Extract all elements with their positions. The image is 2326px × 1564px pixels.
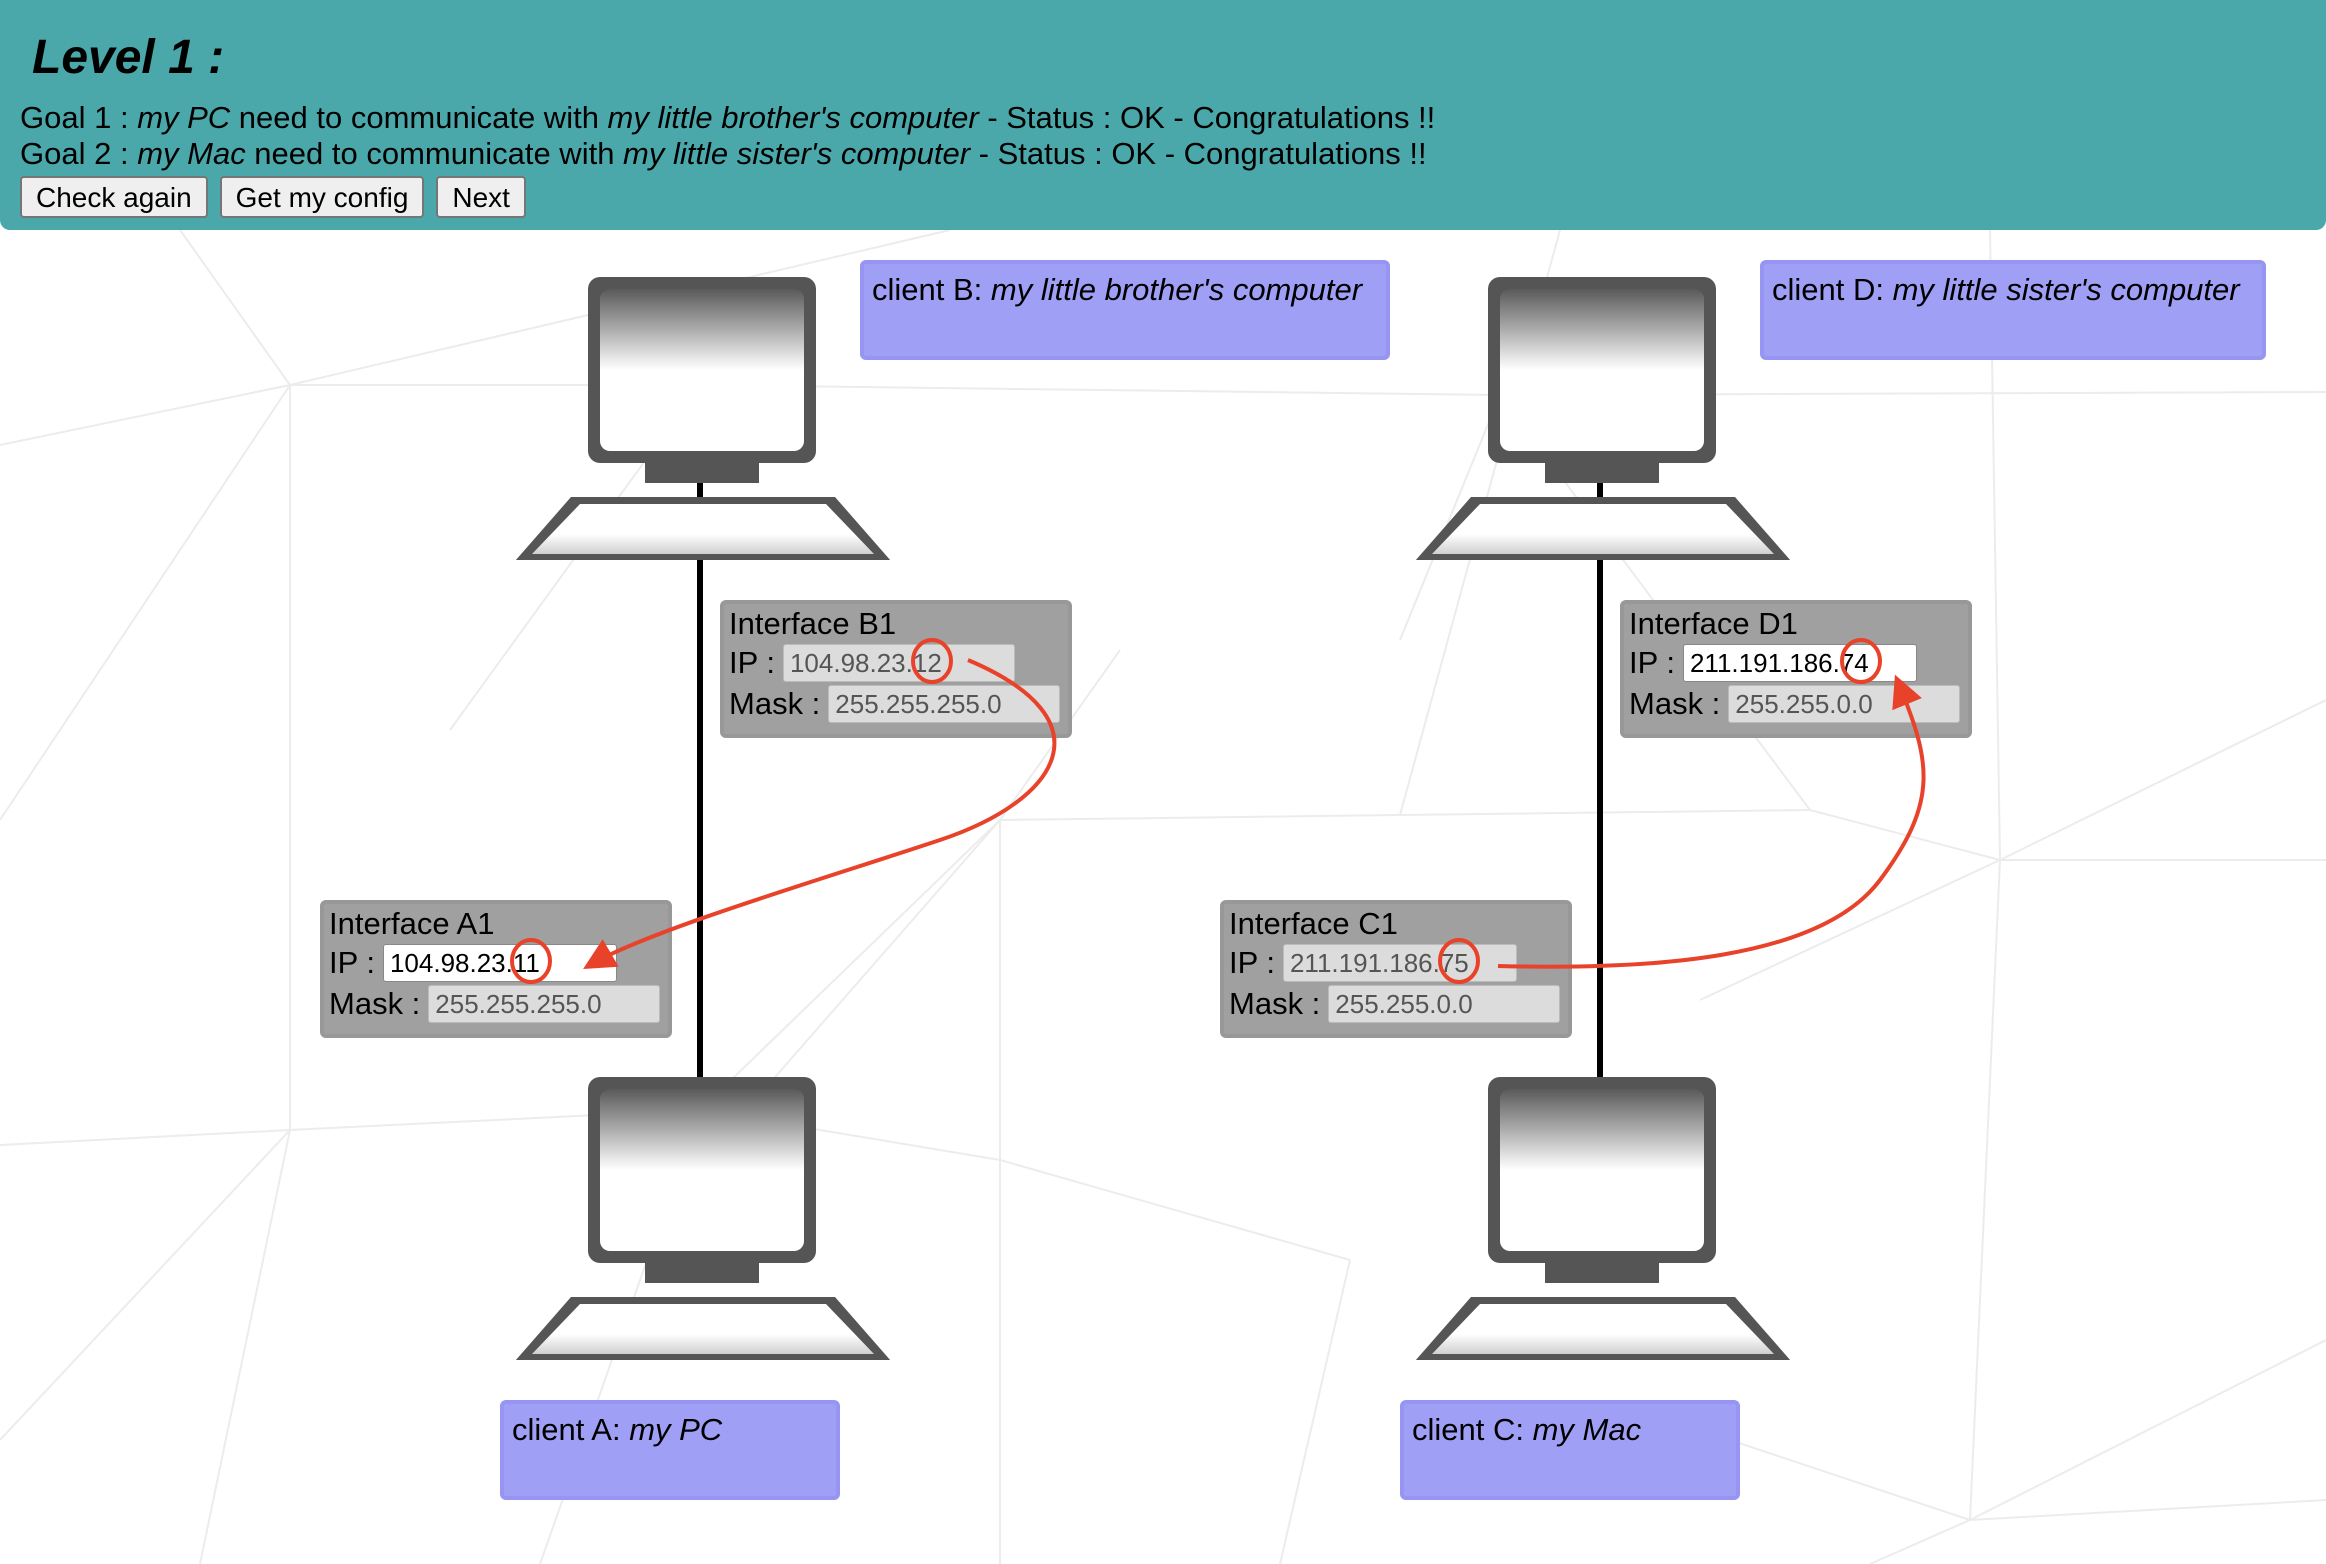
interface-a1-title: Interface A1	[329, 906, 495, 941]
next-button[interactable]: Next	[436, 176, 526, 218]
goal-2-source: my Mac	[137, 136, 246, 171]
goal-2: Goal 2 : my Mac need to communicate with…	[20, 136, 2306, 172]
interface-b1-panel: Interface B1 IP : Mask :	[720, 600, 1072, 738]
goal-1-prefix: Goal 1 :	[20, 100, 138, 135]
computer-a-icon[interactable]	[513, 1075, 893, 1360]
goal-1-status: - Status : OK - Congratulations !!	[978, 100, 1436, 135]
goal-1-target: my little brother's computer	[607, 100, 979, 135]
interface-a1-ip-input[interactable]	[382, 944, 617, 982]
header-buttons: Check again Get my config Next	[20, 176, 2306, 218]
client-a-name: my PC	[629, 1412, 723, 1447]
interface-c1-panel: Interface C1 IP : Mask :	[1220, 900, 1572, 1038]
client-d-prefix: client D:	[1772, 272, 1893, 307]
interface-d1-ip-label: IP :	[1629, 645, 1675, 680]
interface-c1-mask-input	[1328, 985, 1561, 1023]
interface-d1-panel: Interface D1 IP : Mask :	[1620, 600, 1972, 738]
interface-b1-ip-input	[782, 644, 1015, 682]
interface-b1-mask-input	[828, 685, 1061, 723]
interface-d1-mask-label: Mask :	[1629, 686, 1721, 721]
client-c-label: client C: my Mac	[1400, 1400, 1740, 1500]
interface-c1-ip-label: IP :	[1229, 945, 1275, 980]
network-link-c-d	[1597, 470, 1603, 1080]
goal-1-middle: need to communicate with	[230, 100, 608, 135]
level-title: Level 1 :	[32, 31, 225, 84]
interface-c1-mask-label: Mask :	[1229, 986, 1321, 1021]
interface-d1-title: Interface D1	[1629, 606, 1798, 641]
check-again-button[interactable]: Check again	[20, 176, 208, 218]
client-c-prefix: client C:	[1412, 1412, 1533, 1447]
client-c-name: my Mac	[1532, 1412, 1642, 1447]
interface-d1-ip-input[interactable]	[1682, 644, 1917, 682]
computer-b-icon[interactable]	[513, 275, 893, 560]
get-my-config-button[interactable]: Get my config	[219, 176, 425, 218]
interface-c1-ip-input	[1282, 944, 1517, 982]
client-b-prefix: client B:	[872, 272, 991, 307]
goal-2-middle: need to communicate with	[245, 136, 624, 171]
client-b-name: my little brother's computer	[990, 272, 1363, 307]
goal-1: Goal 1 : my PC need to communicate with …	[20, 100, 2306, 136]
interface-a1-ip-label: IP :	[329, 945, 375, 980]
goal-2-prefix: Goal 2 :	[20, 136, 138, 171]
interface-b1-ip-label: IP :	[729, 645, 775, 680]
interface-d1-mask-input	[1728, 685, 1961, 723]
goal-2-status: - Status : OK - Congratulations !!	[970, 136, 1427, 171]
interface-c1-title: Interface C1	[1229, 906, 1398, 941]
interface-b1-title: Interface B1	[729, 606, 897, 641]
interface-a1-mask-label: Mask :	[329, 986, 421, 1021]
level-header: Level 1 : Goal 1 : my PC need to communi…	[0, 0, 2326, 230]
client-d-name: my little sister's computer	[1892, 272, 2240, 307]
computer-c-icon[interactable]	[1413, 1075, 1793, 1360]
goal-1-source: my PC	[137, 100, 231, 135]
interface-a1-mask-input	[428, 985, 661, 1023]
network-link-a-b	[697, 470, 703, 1080]
client-b-label: client B: my little brother's computer	[860, 260, 1390, 360]
interface-a1-panel: Interface A1 IP : Mask :	[320, 900, 672, 1038]
computer-d-icon[interactable]	[1413, 275, 1793, 560]
interface-b1-mask-label: Mask :	[729, 686, 821, 721]
client-a-label: client A: my PC	[500, 1400, 840, 1500]
client-a-prefix: client A:	[512, 1412, 630, 1447]
client-d-label: client D: my little sister's computer	[1760, 260, 2266, 360]
goal-2-target: my little sister's computer	[623, 136, 971, 171]
